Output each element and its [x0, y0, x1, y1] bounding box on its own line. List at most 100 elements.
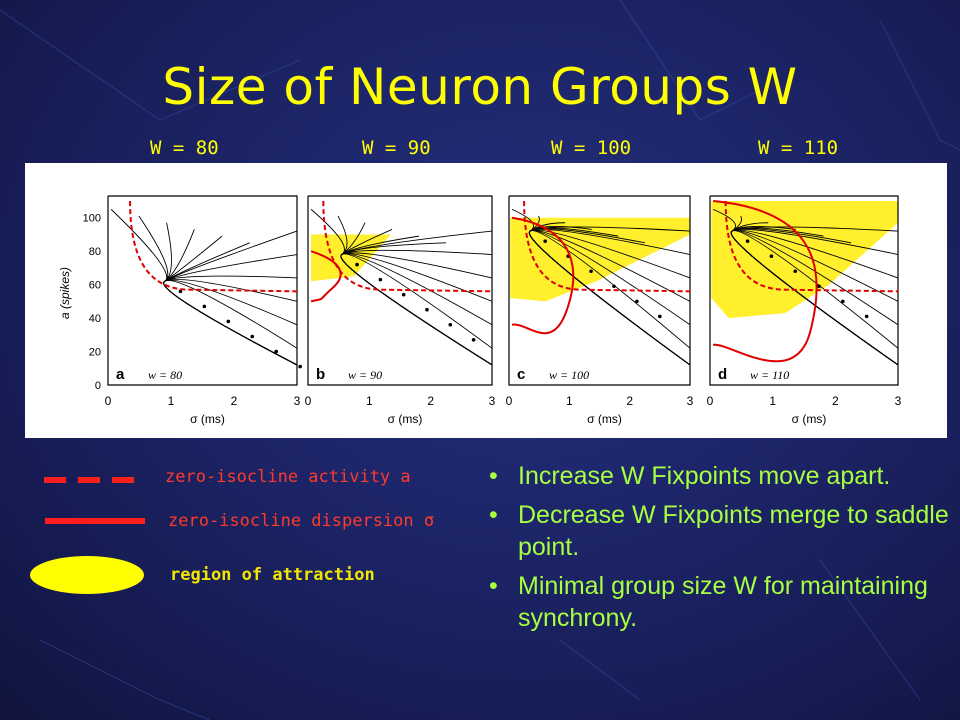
attraction-region [311, 234, 391, 282]
y-axis-label: a (spikes) [58, 267, 72, 319]
trajectory [340, 253, 493, 366]
trajectory-point [401, 292, 406, 297]
trajectory-point [543, 239, 547, 243]
trajectory-point [448, 322, 453, 327]
x-tick-label: 2 [626, 394, 633, 408]
dispersion-isocline [712, 200, 818, 363]
panel-frame [709, 195, 899, 386]
panel-frame [107, 195, 298, 386]
trajectory-point [274, 349, 279, 354]
x-axis-label: σ (ms) [792, 412, 827, 426]
legend-region-label: region of attraction [170, 565, 375, 585]
trajectory-point [425, 307, 429, 312]
trajectory-point [471, 338, 476, 342]
panel-frame [307, 195, 493, 386]
activity-isocline [724, 200, 899, 293]
trajectory-point [841, 299, 845, 304]
trajectory [340, 253, 493, 366]
trajectory [730, 226, 899, 366]
x-tick-label: 0 [105, 394, 112, 408]
bullet-item: • Decrease W Fixpoints merge to saddle po… [485, 499, 955, 563]
trajectory [163, 222, 298, 366]
bullet-list: • Increase W Fixpoints move apart. • Decre… [485, 460, 955, 641]
activity-isocline [129, 200, 298, 293]
trajectory [340, 252, 493, 366]
panel-letter: a [116, 366, 125, 383]
trajectory-point [635, 299, 639, 304]
dispersion-isocline [511, 216, 575, 335]
trajectory-point [589, 269, 593, 274]
y-tick-label: 100 [83, 213, 101, 225]
panel-a: a w = 80 0 1 2 3 σ (ms) [105, 195, 302, 426]
trajectory-point [298, 364, 302, 369]
trajectory-point [793, 269, 798, 274]
x-tick-label: 2 [231, 394, 238, 408]
panel-letter: c [517, 366, 525, 383]
panel-frame [508, 195, 691, 386]
bullet-text: Decrease W Fixpoints merge to saddle poi… [518, 501, 949, 561]
trajectory-point [250, 334, 255, 339]
trajectory-point [658, 314, 662, 319]
attraction-region [711, 201, 898, 319]
column-label-w90: W = 90 [362, 137, 431, 159]
x-tick-label: 1 [168, 394, 175, 408]
trajectory [340, 253, 493, 366]
trajectory [340, 249, 493, 366]
panel-w-label: w = 110 [750, 368, 789, 382]
trajectory-point [355, 262, 359, 267]
trajectory-point [226, 319, 231, 324]
bullet-item: • Increase W Fixpoints move apart. [485, 460, 955, 492]
trajectory-point [745, 239, 750, 243]
trajectory [163, 242, 298, 366]
x-axis-label: σ (ms) [587, 412, 622, 426]
region-swatch [30, 556, 144, 594]
x-tick-label: 0 [707, 394, 714, 408]
x-tick-label: 3 [687, 394, 694, 408]
trajectory [528, 226, 691, 366]
legend-dashed-label: zero-isocline activity a [165, 467, 411, 487]
trajectory [163, 235, 298, 366]
bullet-item: • Minimal group size W for maintaining sy… [485, 570, 955, 634]
x-tick-label: 1 [566, 394, 573, 408]
trajectory [340, 230, 493, 366]
trajectory-point [378, 277, 383, 282]
slide-title: Size of Neuron Groups W [162, 58, 798, 116]
solid-line-swatch [45, 518, 145, 524]
trajectory-point [202, 304, 207, 309]
bullet-dot: • [489, 501, 498, 529]
x-tick-label: 3 [294, 394, 301, 408]
x-tick-label: 1 [366, 394, 373, 408]
y-tick-label: 80 [89, 246, 101, 258]
trajectory-point [612, 284, 616, 289]
x-tick-label: 3 [489, 394, 496, 408]
x-tick-label: 0 [305, 394, 312, 408]
bullet-dot: • [489, 572, 498, 600]
x-tick-label: 0 [506, 394, 513, 408]
trajectory [110, 209, 298, 366]
dashed-line-swatch [44, 477, 140, 483]
y-tick-label: 40 [89, 313, 101, 325]
bullet-text: Minimal group size W for maintaining syn… [518, 572, 928, 632]
column-label-w110: W = 110 [758, 137, 839, 159]
panel-c: c w = 100 0 1 2 3 σ (ms) [506, 195, 694, 426]
trajectory-point [864, 314, 869, 319]
x-tick-label: 2 [832, 394, 839, 408]
panel-w-label: w = 100 [549, 368, 589, 382]
trajectory [310, 209, 493, 366]
panel-letter: b [316, 366, 325, 383]
bullet-text: Increase W Fixpoints move apart. [518, 462, 891, 490]
trajectory-point [769, 254, 774, 258]
panel-letter: d [718, 366, 727, 383]
x-axis-label: σ (ms) [190, 412, 225, 426]
y-tick-label: 60 [89, 280, 101, 292]
bullet-dot: • [489, 462, 498, 490]
x-axis-label: σ (ms) [388, 412, 423, 426]
column-label-w80: W = 80 [150, 137, 219, 159]
panel-w-label: w = 80 [148, 368, 182, 382]
trajectory-point [178, 289, 183, 294]
column-label-w100: W = 100 [551, 137, 632, 159]
